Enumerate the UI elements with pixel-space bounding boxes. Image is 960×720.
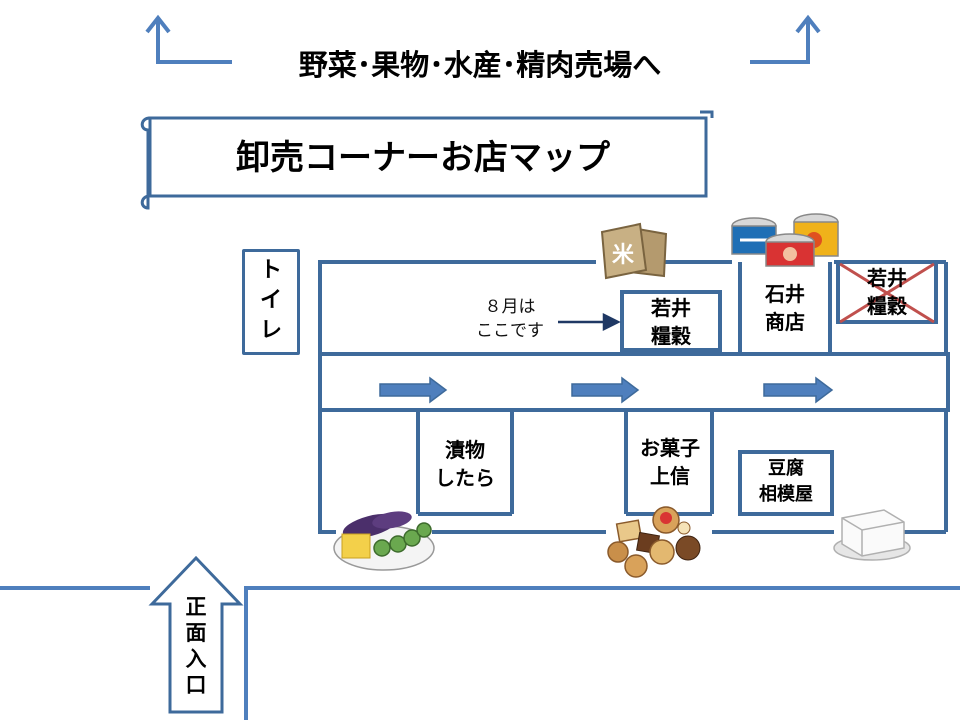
- direction-heading: 野菜･果物･水産･精肉売場へ: [298, 48, 662, 82]
- pickles-illustration: [333, 511, 435, 571]
- flow-arrow-2: [571, 376, 640, 404]
- entrance-arrow: [148, 555, 244, 714]
- tofu-illustration: [833, 509, 911, 561]
- toilet-label: ト イ レ: [259, 258, 282, 343]
- shop-ishii: 石井 商店: [765, 282, 805, 334]
- wakai-current-box: [620, 290, 722, 352]
- corridor-arrows: [379, 376, 834, 404]
- shop-tsukemono: 漬物 したら: [435, 438, 495, 490]
- shop-wakai-current: 若井 糧穀: [651, 296, 691, 348]
- cans-illustration: [731, 213, 839, 267]
- toilet-sign: [242, 249, 300, 355]
- shop-wakai-old: 若井 糧穀: [867, 266, 907, 318]
- closed-cross-mark: [839, 262, 935, 324]
- shop-tofu: 豆腐 相模屋: [759, 458, 813, 505]
- title-scroll: [140, 110, 714, 210]
- shop-okashi: お菓子 上信: [640, 436, 700, 488]
- top-left-up-arrow: [145, 14, 232, 64]
- map-title: 卸売コーナーお店マップ: [236, 138, 610, 178]
- top-right-up-arrow: [750, 14, 821, 64]
- rice-bag-text: 米: [612, 243, 635, 268]
- rice-bag-illustration: 米: [600, 222, 668, 280]
- flow-arrow-1: [379, 376, 448, 404]
- sweets-illustration: [607, 506, 701, 578]
- note-pointer-arrow: [558, 312, 621, 332]
- main-entrance-label: 正 面 入 口: [185, 595, 207, 697]
- store-outline: [318, 260, 950, 534]
- ground-line: [0, 586, 960, 720]
- tofu-shop-box: [738, 450, 834, 516]
- august-location-note: ８月は ここです: [476, 297, 544, 341]
- flow-arrow-3: [763, 376, 834, 404]
